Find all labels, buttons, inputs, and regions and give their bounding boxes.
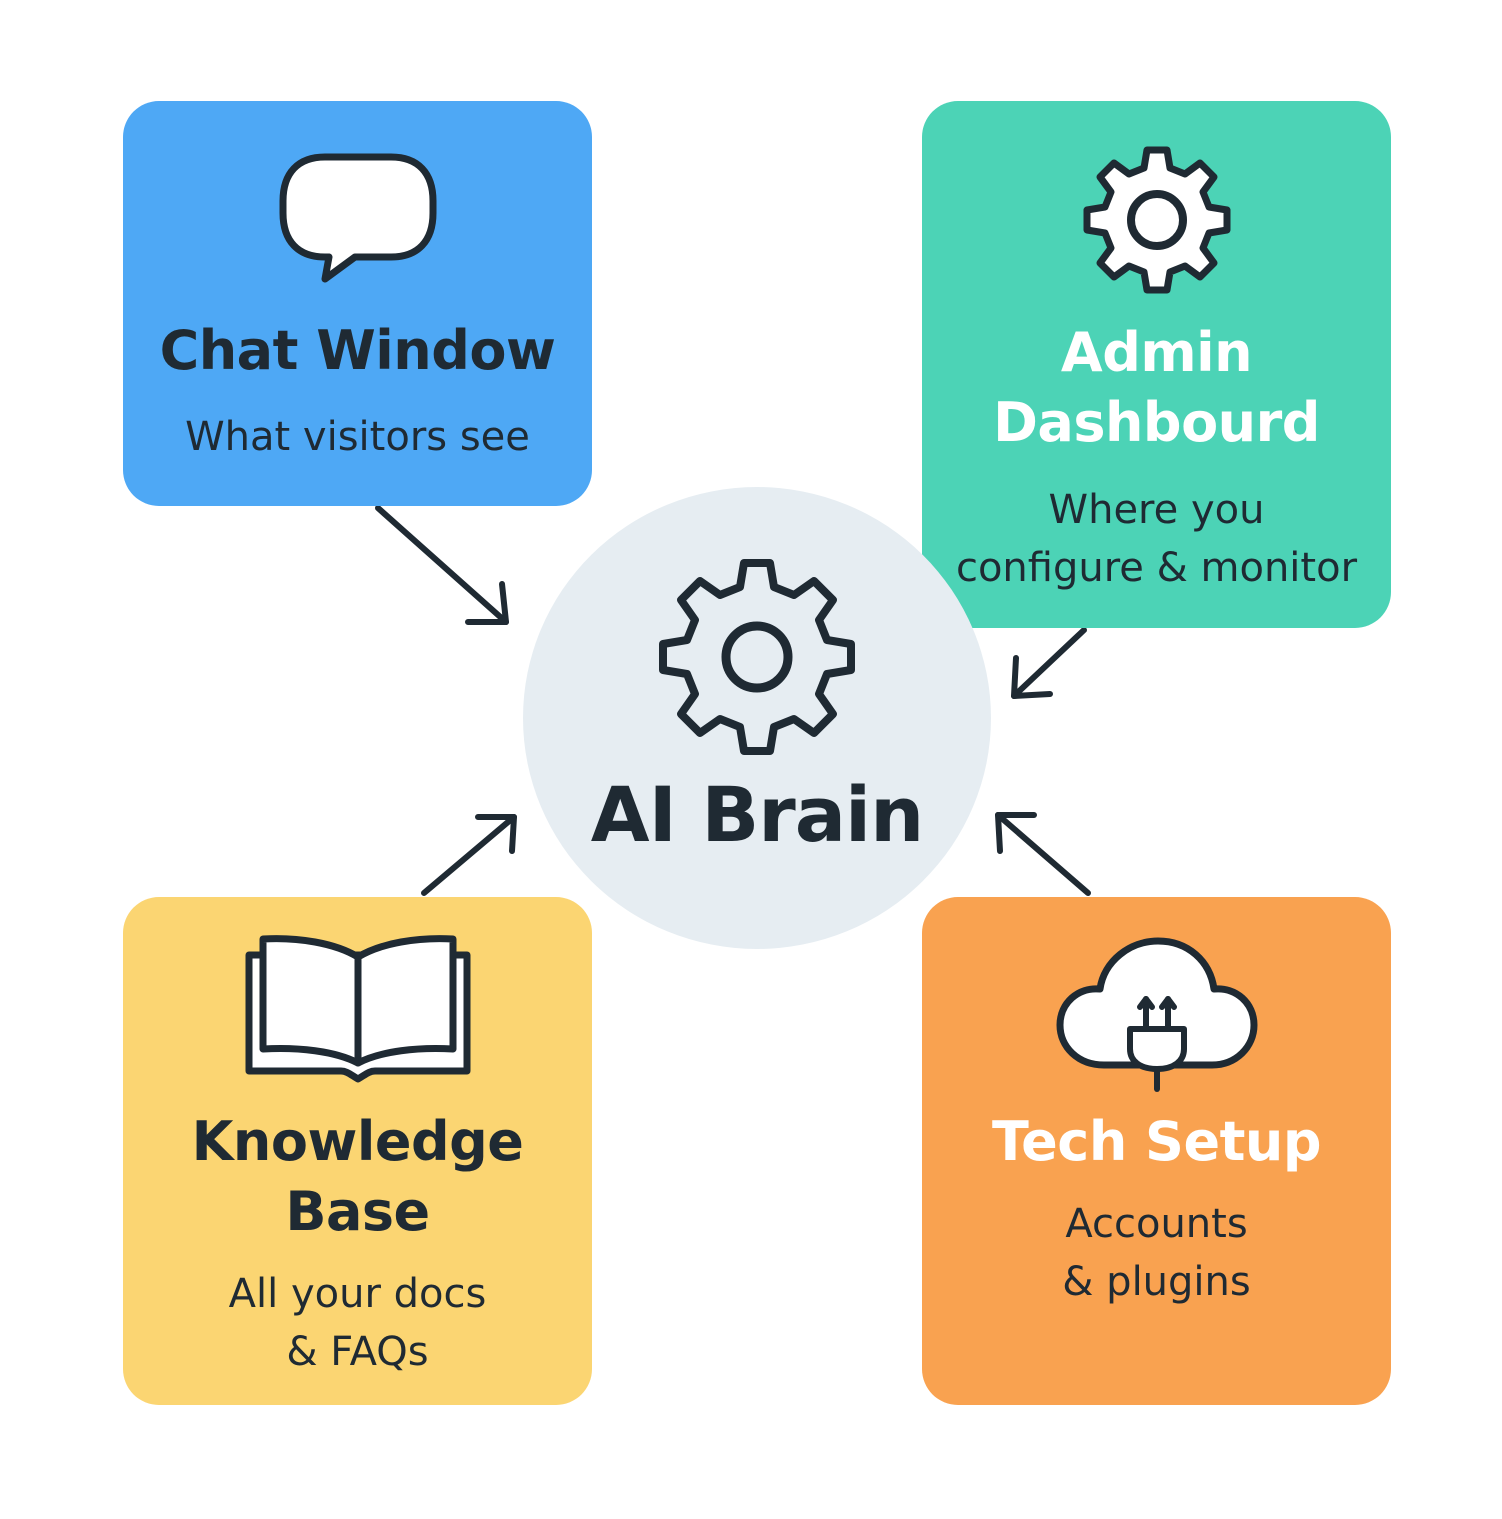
knowledge-base-subtitle-line1: All your docs <box>228 1271 487 1317</box>
speech-bubble-icon <box>123 149 592 289</box>
admin-dashboard-subtitle-line2: configure & monitor <box>955 545 1358 591</box>
tech-setup-subtitle-line2: & plugins <box>1062 1259 1251 1305</box>
arrow-kb-to-hub <box>421 814 517 896</box>
knowledge-base-card: Knowledge Base All your docs & FAQs <box>123 897 592 1405</box>
admin-dashboard-title: Admin Dashbourd <box>922 318 1391 458</box>
tech-setup-subtitle-line1: Accounts <box>1065 1201 1248 1247</box>
gear-icon <box>523 557 991 757</box>
admin-dashboard-card: Admin Dashbourd Where you configure & mo… <box>922 101 1391 628</box>
admin-dashboard-subtitle-line1: Where you <box>1048 487 1265 533</box>
open-book-icon <box>123 933 592 1083</box>
knowledge-base-subtitle-line2: & FAQs <box>286 1329 429 1375</box>
cloud-plug-icon <box>922 937 1391 1097</box>
admin-dashboard-subtitle: Where you configure & monitor <box>922 481 1391 597</box>
knowledge-base-title-line2: Base <box>285 1180 430 1243</box>
tech-setup-title: Tech Setup <box>992 1110 1321 1173</box>
gear-icon <box>922 145 1391 295</box>
ai-brain-title: AI Brain <box>590 770 924 859</box>
tech-setup-subtitle: Accounts & plugins <box>922 1195 1391 1311</box>
chat-window-subtitle: What visitors see <box>185 414 530 460</box>
arrow-admin-to-hub <box>1011 627 1087 699</box>
admin-dashboard-title-line1: Admin <box>1060 321 1253 384</box>
chat-window-title: Chat Window <box>159 319 556 382</box>
knowledge-base-title: Knowledge Base <box>123 1107 592 1247</box>
arrow-chat-to-hub <box>375 505 509 625</box>
knowledge-base-subtitle: All your docs & FAQs <box>123 1265 592 1381</box>
chat-window-card: Chat Window What visitors see <box>123 101 592 506</box>
knowledge-base-title-line1: Knowledge <box>191 1110 524 1173</box>
arrow-tech-to-hub <box>995 812 1091 896</box>
admin-dashboard-title-line2: Dashbourd <box>993 391 1320 454</box>
tech-setup-card: Tech Setup Accounts & plugins <box>922 897 1391 1405</box>
ai-brain-hub: AI Brain <box>523 487 991 949</box>
